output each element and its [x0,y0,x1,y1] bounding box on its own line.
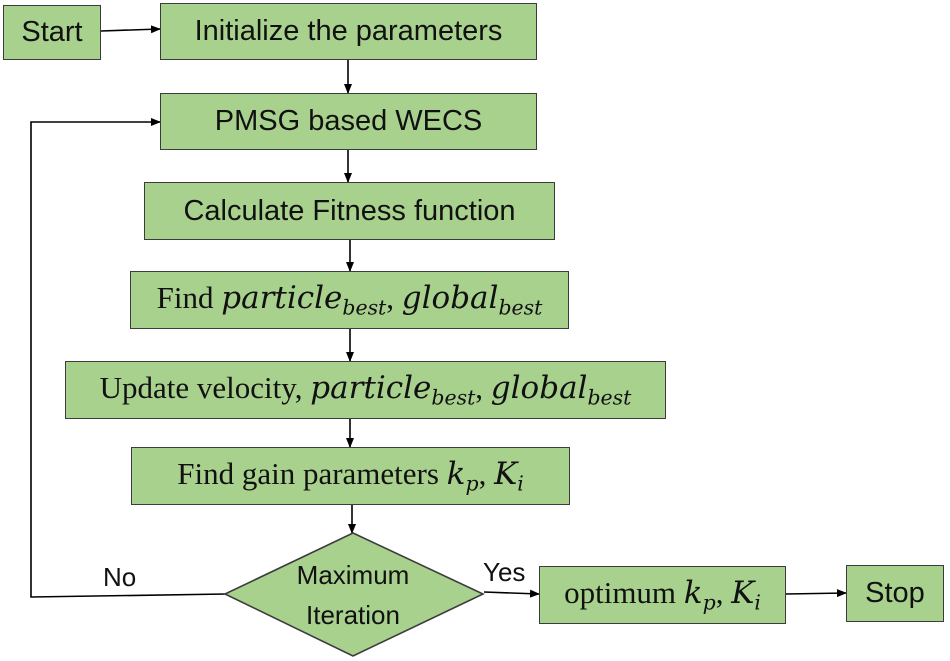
optimum-kp-subscript: p [702,590,716,615]
global-subscript: best [498,295,543,320]
ki-subscript: i [517,471,524,496]
gain-node: Find gain parameters kp, Ki [131,447,570,505]
optimum-ki-symbol: K [731,575,755,612]
update-label: Update velocity, particlebest, globalbes… [100,370,632,410]
start-label: Start [21,16,83,48]
optimum-separator: , [715,575,724,611]
gain-label: Find gain parameters kp, Ki [177,456,524,496]
stop-label: Stop [865,577,925,609]
fitness-node: Calculate Fitness function [144,182,555,240]
arrow-optimum-to-stop [785,589,847,598]
fitness-label: Calculate Fitness function [183,194,516,227]
gain-separator: , [478,456,487,492]
decision-line1: Maximum [296,560,410,590]
update-global-subscript: best [587,385,632,410]
init-label: Initialize the parameters [194,15,503,47]
find-best-prefix: Find [156,280,214,316]
ki-symbol: K [494,456,518,493]
update-prefix: Update velocity, [99,370,303,406]
decision-diamond [223,532,485,657]
update-particle-symbol: particle [310,370,432,407]
optimum-ki-subscript: i [754,590,761,615]
optimum-kp-symbol: k [683,575,703,612]
stop-node: Stop [846,565,944,622]
no-edge-label: No [103,562,137,592]
decision-line2: Iteration [306,600,400,630]
yes-edge-label: Yes [483,557,526,587]
arrow-yes-to-optimum [483,589,540,598]
find-best-node: Find particlebest, globalbest [130,271,569,329]
update-node: Update velocity, particlebest, globalbes… [65,361,666,419]
gain-prefix: Find gain parameters [177,456,439,492]
find-best-separator: , [386,280,395,316]
pmsg-label: PMSG based WECS [214,105,483,137]
optimum-prefix: optimum [564,575,677,611]
particle-symbol: particle [221,280,343,317]
update-separator: , [475,370,484,406]
optimum-node: optimum kp, Ki [539,566,786,624]
kp-symbol: k [446,456,466,493]
update-global-symbol: global [490,370,588,407]
pmsg-node: PMSG based WECS [160,93,537,150]
arrow-no-loop [30,118,227,598]
particle-subscript: best [342,295,387,320]
decision-label: Maximum Iteration [253,555,453,635]
find-best-label: Find particlebest, globalbest [157,280,543,320]
kp-subscript: p [465,471,479,496]
start-node: Start [3,5,101,60]
optimum-label: optimum kp, Ki [564,575,761,615]
init-node: Initialize the parameters [160,3,537,60]
arrow-start-to-init [100,25,161,34]
update-particle-subscript: best [431,385,476,410]
global-symbol: global [401,280,499,317]
